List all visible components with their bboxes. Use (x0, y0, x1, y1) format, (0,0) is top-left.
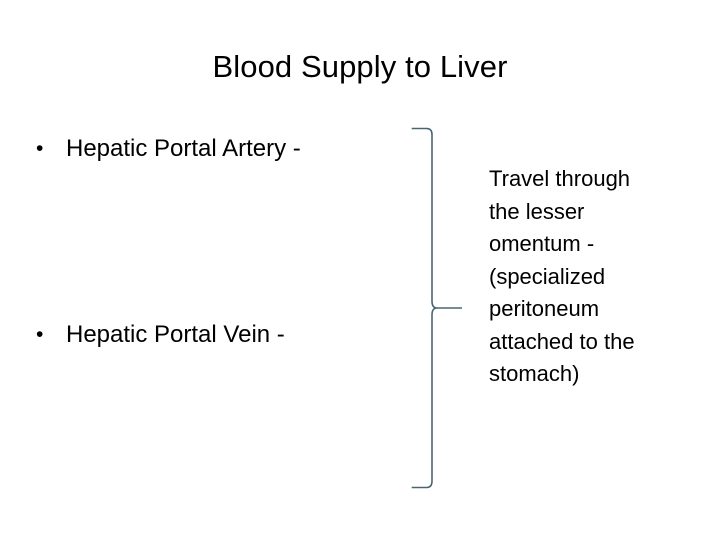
annotation-line: (specialized (489, 263, 606, 289)
annotation-line: attached to the (489, 328, 635, 354)
bullet-marker-icon: • (36, 137, 44, 160)
page-title: Blood Supply to Liver (212, 49, 508, 84)
curly-brace-icon (411, 127, 462, 489)
bullet-marker-icon: • (36, 323, 44, 346)
bullet-label-hepatic-portal-artery: Hepatic Portal Artery - (66, 135, 301, 162)
annotation-line: stomach) (489, 361, 580, 386)
curly-brace (405, 118, 475, 498)
annotation-text-block: Travel through the lesser omentum - (spe… (489, 163, 689, 391)
annotation-line: peritoneum (489, 296, 600, 321)
bullet-label-hepatic-portal-vein: Hepatic Portal Vein - (66, 321, 285, 348)
annotation-line: omentum - (489, 231, 595, 256)
list-item: • Hepatic Portal Artery - (36, 134, 301, 164)
list-item: • Hepatic Portal Vein - (36, 320, 285, 350)
annotation-line: Travel through (489, 166, 631, 191)
annotation-line: the lesser (489, 198, 585, 224)
